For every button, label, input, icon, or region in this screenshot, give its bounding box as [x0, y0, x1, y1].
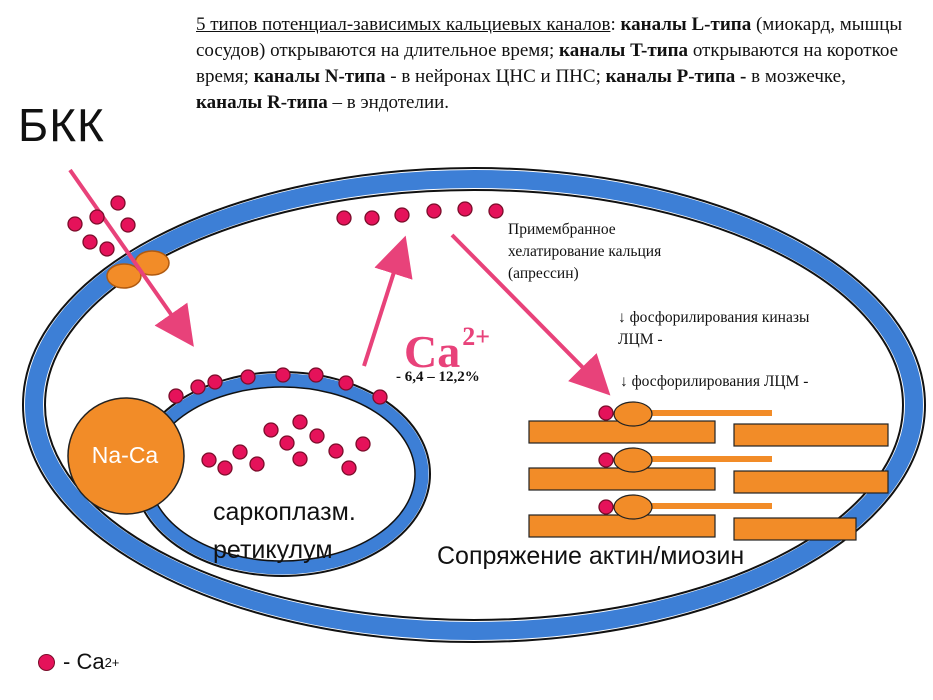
- calcium-ion: [201, 452, 217, 468]
- t-type-text: открываются на короткое время;: [196, 40, 899, 87]
- calcium-ion: [336, 210, 352, 226]
- calcium-ion: [372, 389, 388, 405]
- calcium-ion: [168, 388, 184, 404]
- calcium-ion: [275, 367, 291, 383]
- lcm-phosphorylation-note: ↓ фосфорилирования ЛЦМ -: [620, 373, 809, 390]
- calcium-ion: [89, 209, 105, 225]
- myofilament-row: [528, 401, 889, 447]
- calcium-ion: [279, 435, 295, 451]
- arrow-influx: [68, 168, 194, 347]
- calcium-ion: [394, 207, 410, 223]
- p-type-label: каналы P-типа -: [605, 66, 747, 87]
- calcium-ion: [82, 234, 98, 250]
- legend-text: - Ca: [63, 649, 105, 674]
- channel-types-description: 5 типов потенциал-зависимых кальциевых к…: [196, 12, 906, 116]
- calcium-ion: [309, 428, 325, 444]
- l-type-label: каналы L-типа: [620, 14, 752, 35]
- r-type-label: каналы R-типа: [196, 92, 328, 113]
- calcium-ion: [240, 369, 256, 385]
- calcium-ion: [207, 374, 223, 390]
- l-type-text: (миокард, мышцы сосудов) открываются на …: [196, 14, 903, 61]
- chelation-note: Примембранное хелатирование кальция (апр…: [508, 221, 662, 282]
- myofilament-row: [528, 494, 857, 541]
- n-type-label: каналы N-типа: [253, 66, 386, 87]
- myofilament-row: [528, 447, 889, 494]
- calcium-ion: [426, 203, 442, 219]
- kinase-phosphorylation-note: ↓ фосфорилирования киназы ЛЦМ -: [618, 309, 810, 348]
- calcium-ion: [308, 367, 324, 383]
- legend-charge: 2+: [104, 654, 120, 670]
- calcium-ion: [488, 203, 504, 219]
- calcium-ion: [328, 443, 344, 459]
- p-type-text: в мозжечке,: [746, 66, 846, 87]
- calcium-ion: [110, 195, 126, 211]
- calcium-ion: [341, 460, 357, 476]
- calcium-ion: [457, 201, 473, 217]
- n-type-text: - в нейронах ЦНС и ПНС;: [385, 66, 606, 87]
- header-lead: 5 типов потенциал-зависимых кальциевых к…: [196, 14, 611, 35]
- calcium-ion: [263, 422, 279, 438]
- calcium-channel: [106, 250, 170, 289]
- calcium-ion: [67, 216, 83, 232]
- calcium-reduction-percent: - 6,4 – 12,2%: [396, 369, 480, 385]
- legend-calcium-dot: [38, 653, 55, 671]
- naca-exchanger: [67, 397, 185, 515]
- sarcoplasmic-reticulum-label: саркоплазм. ретикулум: [213, 498, 356, 564]
- arrow-to-myofilaments: [450, 233, 611, 396]
- calcium-ion: [292, 414, 308, 430]
- r-type-text: – в эндотелии.: [327, 92, 450, 113]
- calcium-label-base: Ca: [404, 326, 461, 377]
- actomyosin-label: Сопряжение актин/миозин: [437, 542, 745, 570]
- t-type-label: каналы T-типа: [559, 40, 689, 61]
- calcium-ion: [338, 375, 354, 391]
- header-colon: :: [610, 14, 621, 35]
- arrow-release: [362, 235, 413, 367]
- calcium-ion: [598, 499, 614, 515]
- calcium-ions: [67, 195, 614, 515]
- calcium-label-charge: 2+: [462, 322, 491, 351]
- calcium-ion: [190, 379, 206, 395]
- calcium-ion: [355, 436, 371, 452]
- cell-membrane: [25, 170, 923, 640]
- calcium-ion: [292, 451, 308, 467]
- calcium-label: Ca2+: [404, 312, 490, 377]
- calcium-ion: [364, 210, 380, 226]
- calcium-ion: [217, 460, 233, 476]
- bkk-label: БКК: [18, 99, 105, 151]
- calcium-ion: [249, 456, 265, 472]
- calcium-ion: [99, 241, 115, 257]
- calcium-ion: [598, 405, 614, 421]
- calcium-ion: [232, 444, 248, 460]
- calcium-ion: [120, 217, 136, 233]
- calcium-ion: [598, 452, 614, 468]
